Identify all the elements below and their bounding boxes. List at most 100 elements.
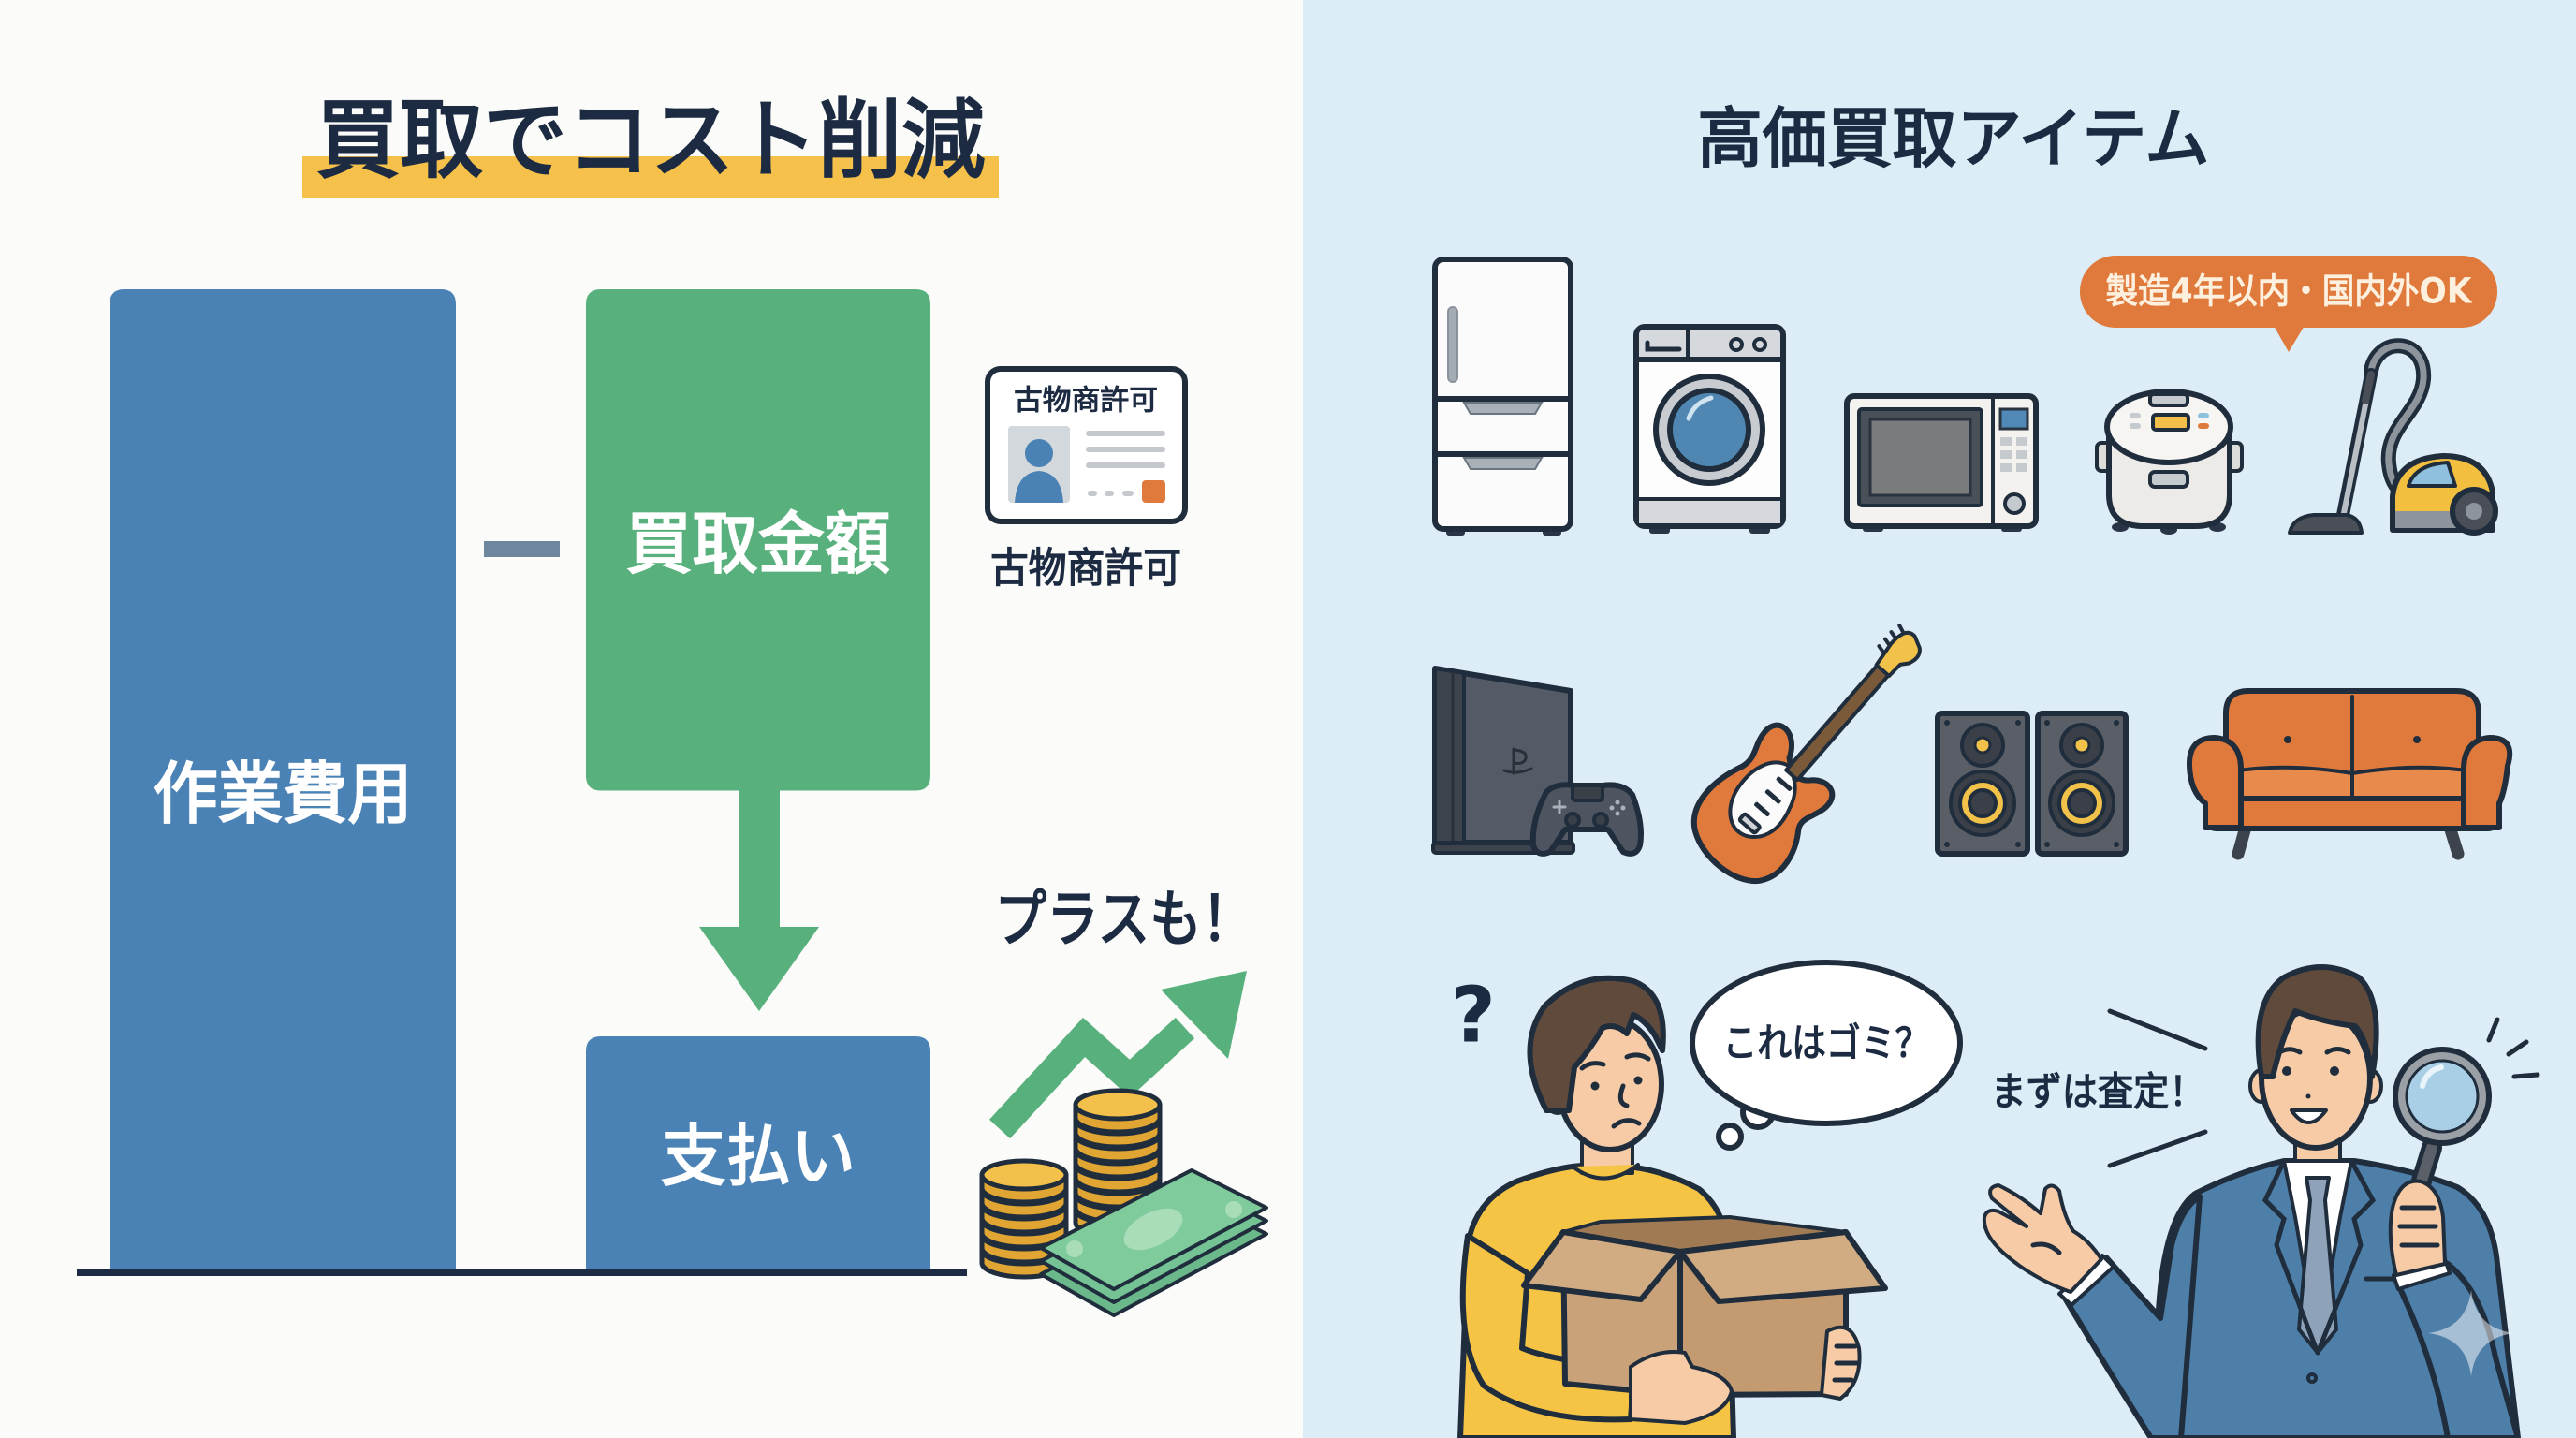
staff-right-sleeve [2393, 1261, 2521, 1438]
speaker-woofer-center [2067, 788, 2097, 818]
license-dash [1122, 491, 1134, 496]
vacuum-cleaner-icon [2288, 338, 2498, 536]
staff-speech-text: まずは査定！ [1991, 1069, 2205, 1115]
sparkle-watermark-icon [2428, 1290, 2514, 1376]
growth-arrow-head [1161, 971, 1247, 1059]
callout-tail [2273, 324, 2305, 352]
rice-cooker-button [2130, 413, 2141, 418]
appraiser-figure [1982, 964, 2540, 1438]
suit-lapels [2261, 1158, 2377, 1356]
buyback-amount-label: 買取金額 [626, 505, 891, 583]
callout-bubble [2080, 256, 2497, 328]
license-stamp [1142, 480, 1165, 503]
fridge-door-handle [1447, 306, 1458, 383]
diagram-baseline [77, 1269, 967, 1276]
microwave-button [2016, 450, 2027, 459]
controller-stick [1592, 812, 1609, 829]
staff-hair [2255, 964, 2379, 1079]
speaker-left [1935, 711, 2030, 857]
washer-door-glass [1667, 388, 1751, 472]
license-person-body-icon [1015, 471, 1063, 503]
rice-cooker-display [2151, 413, 2190, 432]
banknote-corner [1066, 1240, 1083, 1257]
customer-figure: ? [1451, 972, 1888, 1438]
speaker-screw [2015, 842, 2021, 847]
staff-smile [2290, 1108, 2328, 1124]
license-text-line [1086, 431, 1165, 436]
controller-button [1609, 805, 1615, 811]
speaker-screw [1944, 720, 1950, 726]
suit-button [2306, 1372, 2318, 1384]
speaker-screw [2015, 720, 2021, 726]
game-console-icon [1431, 666, 1644, 857]
vacuum-window [2407, 461, 2457, 488]
license-person-head-icon [1025, 439, 1053, 467]
rice-cooker-button [2198, 413, 2209, 418]
magnifier-lens [2397, 1051, 2487, 1141]
right-panel: 高価買取アイテム 製造4年以内・国内外OK [1431, 100, 2540, 1438]
guitar-bridge [1737, 812, 1762, 835]
sparkle-lines [2486, 1017, 2540, 1079]
buyback-amount-bar [586, 289, 930, 791]
speaker-screw [2044, 720, 2050, 726]
refrigerator-icon [1432, 257, 1573, 536]
thought-bubble-main [1690, 960, 1963, 1126]
question-mark-icon: ? [1451, 972, 1496, 1061]
customer-left-hand [1629, 1350, 1734, 1425]
magnifier-ring-outline [2393, 1047, 2492, 1146]
speaker-right [2035, 711, 2129, 857]
banknotes-icon [1039, 1168, 1268, 1317]
magnifier-ring-inner [2405, 1059, 2480, 1134]
minus-sign-icon [484, 541, 560, 557]
coin [1076, 1091, 1160, 1132]
microwave-button [2000, 463, 2012, 472]
speaker-screw [1944, 842, 1950, 847]
microwave-button [2000, 437, 2012, 446]
sofa-button [2284, 736, 2291, 743]
fridge-drawer-handle [1462, 457, 1544, 470]
down-arrow-icon [699, 927, 819, 1011]
magnifier-ring [2396, 1050, 2488, 1142]
license-dash [1105, 491, 1114, 496]
guitar-pickup [1764, 789, 1781, 804]
magnifying-glass-icon [2388, 1047, 2492, 1277]
controller-dpad [1552, 800, 1567, 814]
payment-bar [586, 1036, 930, 1272]
sofa-button [2413, 736, 2421, 743]
customer-eyebrows [1579, 1052, 1651, 1071]
speaker-screw [2044, 842, 2050, 847]
guitar-pickup [1776, 776, 1793, 791]
customer-thought-text: これはゴミ？ [1723, 1020, 1930, 1066]
speaker-screw [2114, 720, 2119, 726]
down-arrow-stem [739, 788, 780, 929]
controller-touchpad [1571, 784, 1604, 802]
thought-bubble-dot [1716, 1123, 1744, 1151]
payment-label: 支払い [661, 1117, 856, 1196]
rice-cooker-button [2130, 423, 2141, 429]
washer-detergent-slot [1645, 340, 1682, 352]
left-panel: 買取でコスト削減 作業費用 買取金額 支払い 古物商許可 [77, 91, 1268, 1317]
sofa-base [2203, 796, 2502, 831]
sofa-arm-left [2186, 735, 2244, 830]
microwave-knob [2003, 492, 2026, 515]
license-caption: 古物商許可 [990, 545, 1181, 593]
controller-button [1615, 800, 1620, 805]
guitar-tuning-pegs [1877, 624, 1906, 654]
vacuum-nozzle [2288, 513, 2364, 535]
staff-open-hand [1982, 1183, 2103, 1294]
rice-cooker-latch [2148, 392, 2189, 407]
washer-bottom-panel [1639, 499, 1780, 523]
rice-cooker-icon [2095, 389, 2244, 535]
customer-hair [1527, 975, 1666, 1113]
customer-fingers [1832, 1343, 1860, 1383]
washer-knob [1752, 337, 1767, 352]
banknote-emblem [1123, 1208, 1183, 1251]
staff-nose [2305, 1093, 2311, 1099]
antique-dealer-license-card: 古物商許可 [985, 366, 1188, 524]
speakers-icon [1935, 711, 2129, 857]
condition-callout: 製造4年以内・国内外OK [2080, 256, 2497, 352]
electric-guitar-icon [1690, 624, 1922, 884]
microwave-button [2016, 463, 2027, 472]
customer-eye [1590, 1081, 1600, 1091]
